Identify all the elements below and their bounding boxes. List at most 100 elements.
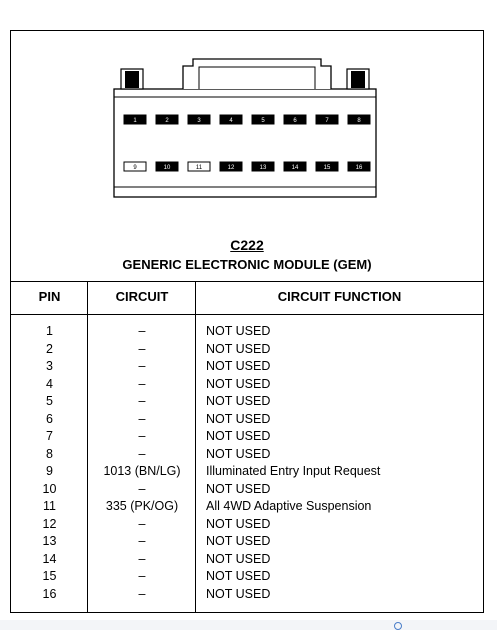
pin-label-14: 14	[292, 165, 299, 171]
locking-tab	[182, 58, 332, 89]
pin-label-2: 2	[165, 118, 169, 124]
table-row: 15–NOT USED	[11, 568, 483, 586]
pin-label-7: 7	[325, 118, 329, 124]
circuit-cell: 1013 (BN/LG)	[103, 464, 181, 478]
pin-cavity-8	[347, 114, 371, 125]
table-row: 16–NOT USED	[11, 586, 483, 604]
pin-label-3: 3	[197, 118, 201, 124]
pin-label-9: 9	[133, 165, 137, 171]
column-divider-2	[195, 281, 196, 612]
circuit-cell: –	[138, 429, 146, 443]
pin-number-cell: 15	[42, 569, 57, 583]
pin-number-cell: 5	[46, 394, 53, 408]
circuit-function-cell: NOT USED	[206, 586, 271, 601]
pin-cavity-1	[123, 114, 147, 125]
table-row: 10–NOT USED	[11, 481, 483, 499]
circuit-function-cell: NOT USED	[206, 324, 271, 338]
circuit-cell: –	[138, 446, 146, 461]
pin-cavity-10	[155, 161, 179, 172]
header-circuit-function: CIRCUIT FUNCTION	[277, 289, 402, 304]
pin-label-15: 15	[324, 165, 331, 171]
pin-cavity-15	[315, 161, 339, 172]
connector-id: C222	[230, 237, 264, 253]
pin-cavity-12	[219, 161, 243, 172]
pin-label-4: 4	[229, 118, 233, 124]
pin-cavity-11	[187, 161, 211, 172]
circuit-function-cell: NOT USED	[206, 341, 271, 356]
circuit-function-cell: Illuminated Entry Input Request	[206, 464, 381, 478]
pin-number-cell: 6	[46, 411, 53, 426]
pin-cavity-7	[315, 114, 339, 125]
table-row: 8 – NOT USED	[11, 446, 483, 464]
circuit-function-cell: NOT USED	[206, 411, 271, 426]
pin-cavity-5	[251, 114, 275, 125]
table-row: 7 – NOT USED	[11, 428, 483, 446]
right-latch-fill	[351, 71, 365, 88]
pin-cavity-16	[347, 161, 371, 172]
pin-label-12: 12	[228, 165, 235, 171]
pin-number-cell: 1	[46, 324, 53, 338]
circuit-function-cell: NOT USED	[206, 429, 271, 443]
table-row: 13–NOT USED	[11, 533, 483, 551]
circuit-cell: –	[138, 341, 146, 356]
circuit-function-cell: NOT USED	[206, 551, 271, 566]
pin-label-10: 10	[164, 165, 171, 171]
circuit-function-cell: NOT USED	[206, 394, 271, 408]
pin-cavity-4	[219, 114, 243, 125]
pin-label-13: 13	[260, 165, 267, 171]
circuit-function-cell: NOT USED	[206, 516, 271, 531]
bottom-toolbar-strip	[0, 620, 497, 630]
pin-number-cell: 10	[42, 481, 57, 496]
circuit-cell: –	[138, 411, 146, 426]
magnifier-icon[interactable]	[394, 622, 402, 630]
pin-cavity-6	[283, 114, 307, 125]
connector-name: GENERIC ELECTRONIC MODULE (GEM)	[122, 257, 372, 272]
table-row: 6 – NOT USED	[11, 411, 483, 429]
table-row: 4–NOT USED	[11, 376, 483, 394]
pin-number-cell: 2	[46, 341, 53, 356]
pin-cavity-14	[283, 161, 307, 172]
circuit-function-cell: NOT USED	[206, 446, 271, 461]
pin-cavity-13	[251, 161, 275, 172]
circuit-cell: 335 (PK/OG)	[105, 499, 179, 513]
pin-number-cell: 7	[46, 429, 53, 443]
pin-number-cell: 16	[42, 586, 57, 601]
header-pin: PIN	[38, 289, 61, 304]
header-circuit: CIRCUIT	[115, 289, 169, 304]
pin-number-cell: 4	[46, 376, 53, 391]
pin-label-1: 1	[133, 118, 137, 124]
pin-number-cell: 8	[46, 446, 53, 461]
pin-label-6: 6	[293, 118, 297, 124]
pin-label-8: 8	[357, 118, 361, 124]
left-latch-fill	[125, 71, 139, 88]
table-row: 1–NOT USED	[11, 323, 483, 341]
pin-cavity-3	[187, 114, 211, 125]
table-row: 2 – NOT USED	[11, 341, 483, 359]
circuit-function-cell: NOT USED	[206, 569, 271, 583]
table-row: 14 – NOT USED	[11, 551, 483, 569]
pin-number-cell: 14	[42, 551, 57, 566]
pin-number-cell: 13	[42, 534, 57, 548]
pin-number-cell: 11	[43, 499, 56, 513]
circuit-cell: –	[138, 394, 146, 408]
circuit-cell: –	[138, 359, 146, 373]
table-row: 3–NOT USED	[11, 358, 483, 376]
table-row: 12 – NOT USED	[11, 516, 483, 534]
table-header-row: PIN CIRCUIT CIRCUIT FUNCTION	[11, 281, 483, 315]
circuit-function-cell: All 4WD Adaptive Suspension	[206, 499, 372, 513]
circuit-cell: –	[138, 516, 146, 531]
pin-number-cell: 12	[42, 516, 57, 531]
circuit-cell: –	[138, 534, 146, 548]
table-row: 5 – NOT USED	[11, 393, 483, 411]
circuit-function-cell: NOT USED	[206, 481, 271, 496]
locking-tab-inner	[198, 66, 316, 89]
circuit-function-cell: NOT USED	[206, 359, 271, 373]
circuit-cell: –	[138, 551, 146, 566]
column-divider-1	[87, 281, 88, 612]
